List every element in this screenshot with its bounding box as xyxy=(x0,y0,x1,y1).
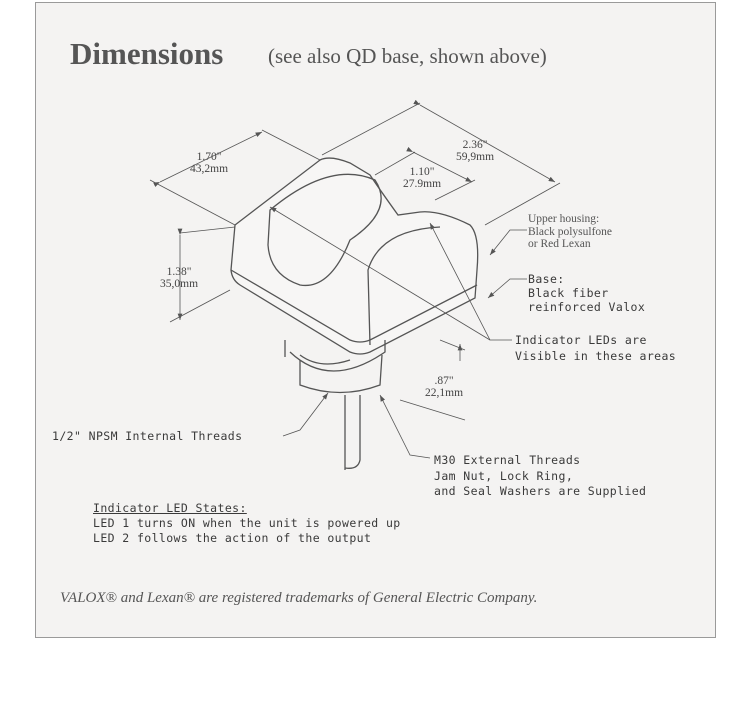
page-title: Dimensions xyxy=(70,36,224,71)
dim-inch: 1.38" xyxy=(166,266,192,278)
dim-inch: .87" xyxy=(434,375,454,387)
callout-external-threads: M30 External Threads Jam Nut, Lock Ring,… xyxy=(434,453,646,500)
dim-height: 1.38"35,0mm xyxy=(160,266,198,290)
callout-line: Jam Nut, Lock Ring, xyxy=(434,468,574,483)
callout-internal-threads: 1/2" NPSM Internal Threads xyxy=(52,429,243,443)
callout-line: reinforced Valox xyxy=(528,300,646,314)
dim-mm: 59,9mm xyxy=(456,151,495,163)
dimension-lines xyxy=(149,99,561,459)
callout-line: or Red Lexan xyxy=(528,238,591,250)
dim-inch: 1.70" xyxy=(196,151,222,163)
callout-line: Upper housing: xyxy=(528,213,600,225)
callout-line: M30 External Threads xyxy=(434,453,581,467)
dim-length: 2.36"59,9mm xyxy=(456,139,494,163)
dim-top-section: 1.10"27.9mm xyxy=(403,166,441,190)
led-states-heading: Indicator LED States: xyxy=(93,501,247,515)
callout-line: Black polysulfone xyxy=(528,225,612,238)
dim-mm: 22,1mm xyxy=(425,387,464,399)
led-states: Indicator LED States: LED 1 turns ON whe… xyxy=(93,501,401,546)
dim-thread-height: .87"22,1mm xyxy=(425,375,463,399)
sensor-housing xyxy=(230,157,479,470)
dim-inch: 2.36" xyxy=(462,139,488,151)
callout-line: Indicator LEDs are xyxy=(515,333,647,347)
led-state-line: LED 1 turns ON when the unit is powered … xyxy=(93,516,401,530)
page-subtitle: (see also QD base, shown above) xyxy=(268,44,547,68)
trademark-footer: VALOX® and Lexan® are registered tradema… xyxy=(60,590,538,606)
dim-mm: 27.9mm xyxy=(403,178,442,190)
callout-line: Black fiber xyxy=(528,286,609,300)
callout-indicator: Indicator LEDs are Visible in these area… xyxy=(515,332,676,364)
callout-upper-housing: Upper housing: Black polysulfone or Red … xyxy=(528,213,612,251)
dim-width: 1.70"43,2mm xyxy=(190,151,228,175)
callout-base: Base: Black fiber reinforced Valox xyxy=(528,272,645,314)
led-state-line: LED 2 follows the action of the output xyxy=(93,531,372,545)
dim-inch: 1.10" xyxy=(409,166,435,178)
dim-mm: 43,2mm xyxy=(190,163,229,175)
callout-line: Visible in these areas xyxy=(515,349,677,363)
callout-line: Base: xyxy=(528,272,565,286)
dim-mm: 35,0mm xyxy=(160,278,199,290)
callout-line: and Seal Washers are Supplied xyxy=(434,484,647,498)
